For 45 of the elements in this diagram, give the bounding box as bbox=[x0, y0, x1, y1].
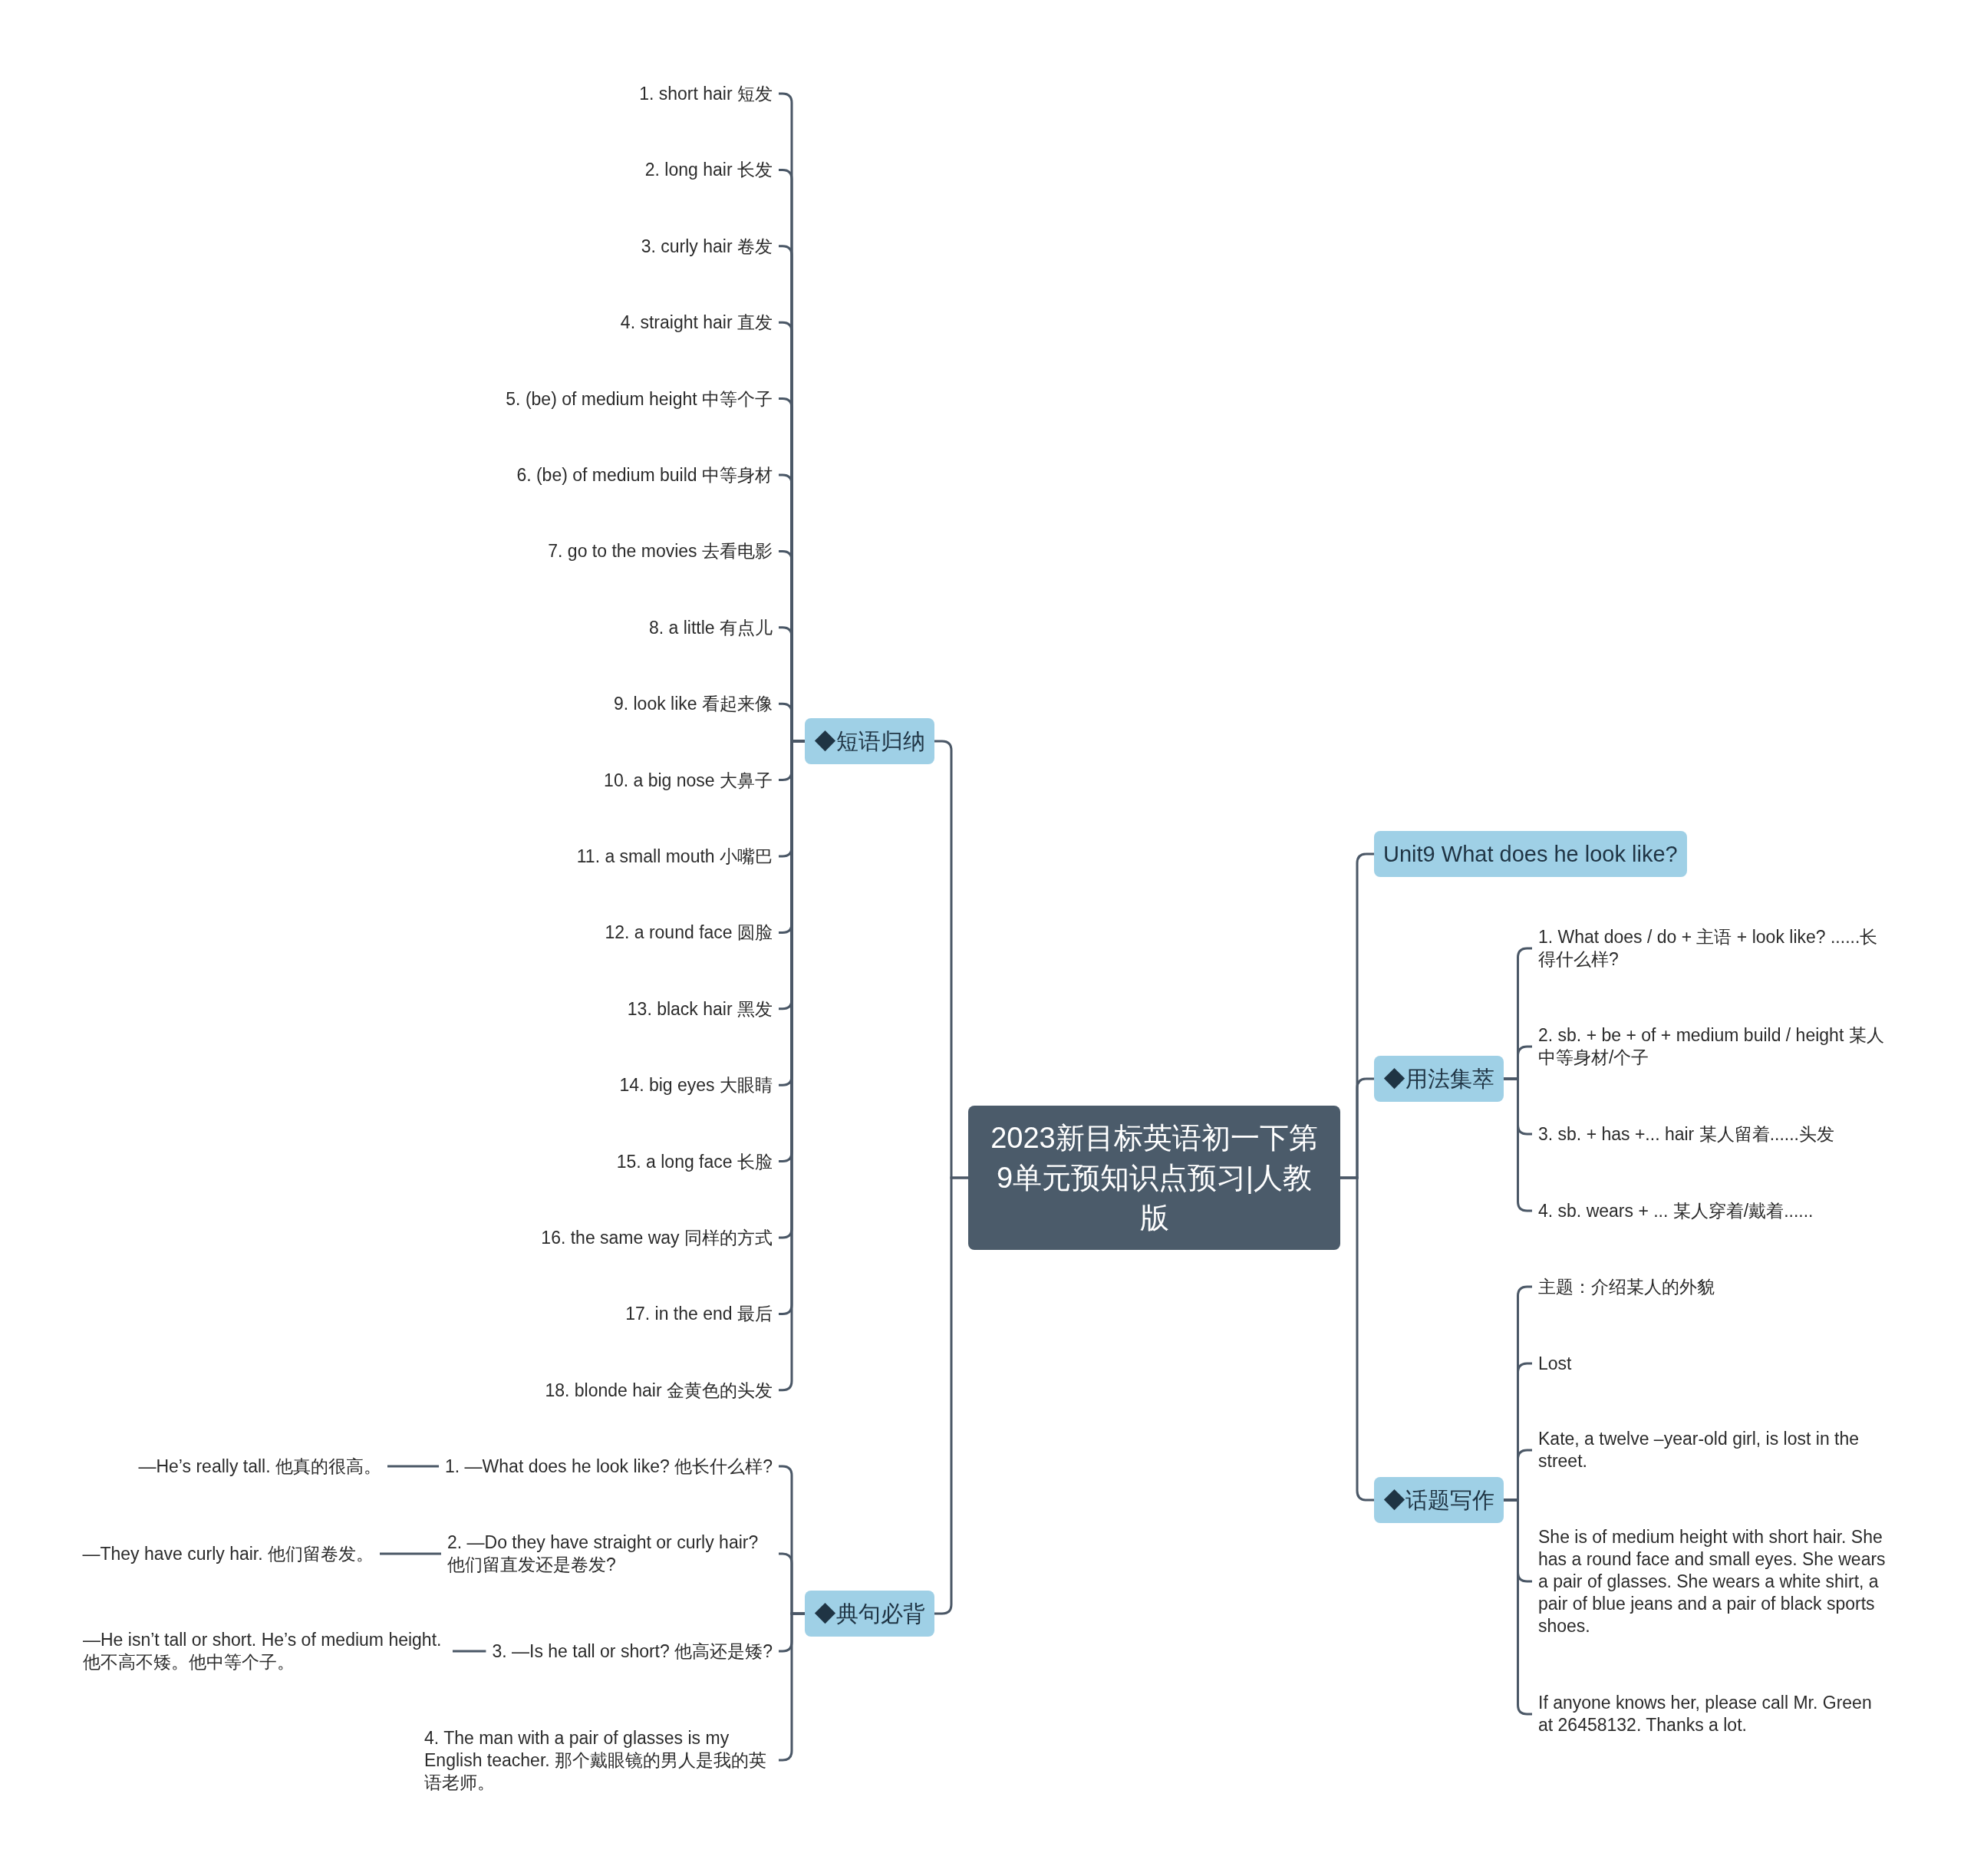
topic-text: 主题：介绍某人的外貌 bbox=[1532, 1272, 1893, 1301]
topic-text: 4. The man with a pair of glasses is my English teacher. 那个戴眼镜的男人是我的英语老师。 bbox=[418, 1723, 779, 1797]
topic-text: 13. black hair 黑发 bbox=[621, 994, 779, 1024]
topic-text: —He’s really tall. 他真的很高。 bbox=[132, 1452, 387, 1481]
topic-text: 18. blonde hair 金黄色的头发 bbox=[539, 1376, 779, 1405]
central-topic: 2023新目标英语初一下第9单元预知识点预习|人教版 bbox=[968, 1106, 1340, 1250]
topic-text: She is of medium height with short hair. She has a round face and small eyes. She wears a pair of glasses. She wears a white shirt, a pair of blue jeans and a pair of black sports shoes. bbox=[1532, 1522, 1893, 1640]
topic-text: 10. a big nose 大鼻子 bbox=[598, 766, 779, 795]
topic-text: 1. —What does he look like? 他长什么样? bbox=[439, 1452, 779, 1481]
topic-text: 14. big eyes 大眼睛 bbox=[613, 1070, 779, 1100]
topic-box: ◆话题写作 bbox=[1374, 1477, 1504, 1523]
topic-text: 8. a little 有点儿 bbox=[642, 613, 779, 642]
topic-box: Unit9 What does he look like? bbox=[1374, 831, 1687, 877]
topic-text: 1. What does / do + 主语 + look like? ......长得什么样? bbox=[1532, 923, 1893, 974]
topic-text: —They have curly hair. 他们留卷发。 bbox=[76, 1539, 380, 1568]
topic-text: 12. a round face 圆脸 bbox=[598, 918, 779, 947]
topic-text: 16. the same way 同样的方式 bbox=[535, 1223, 779, 1252]
connector-line bbox=[453, 1650, 486, 1653]
topic-text: 17. in the end 最后 bbox=[619, 1299, 779, 1328]
topic-text: 11. a small mouth 小嘴巴 bbox=[570, 842, 779, 871]
topic-text: Lost bbox=[1532, 1349, 1893, 1378]
connector-line bbox=[934, 1176, 968, 1615]
topic-text: 7. go to the movies 去看电影 bbox=[542, 536, 779, 565]
topic-text: If anyone knows her, please call Mr. Green at 26458132. Thanks a lot. bbox=[1532, 1689, 1893, 1739]
topic-text: 2. sb. + be + of + medium build / height 某人中等身材/个子 bbox=[1532, 1021, 1893, 1072]
topic-text: 2. —Do they have straight or curly hair? 他们留直发还是卷发? bbox=[441, 1528, 779, 1579]
topic-text: 9. look like 看起来像 bbox=[607, 689, 779, 718]
topic-box: ◆典句必背 bbox=[805, 1591, 934, 1637]
topic-box: ◆用法集萃 bbox=[1374, 1056, 1504, 1102]
topic-text: 4. straight hair 直发 bbox=[614, 308, 779, 337]
topic-text: Kate, a twelve –year-old girl, is lost in the street. bbox=[1532, 1425, 1893, 1475]
connector-line bbox=[387, 1465, 440, 1468]
topic-text: —He isn’t tall or short. He’s of medium height. 他不高不矮。他中等个子。 bbox=[77, 1626, 453, 1677]
connector-line bbox=[1340, 1176, 1374, 1502]
topic-text: 3. curly hair 卷发 bbox=[634, 232, 779, 261]
topic-text: 1. short hair 短发 bbox=[633, 79, 779, 108]
connector-line bbox=[380, 1552, 441, 1555]
topic-box: ◆短语归纳 bbox=[805, 718, 934, 764]
topic-text: 2. long hair 长发 bbox=[638, 155, 779, 184]
topic-text: 3. —Is he tall or short? 他高还是矮? bbox=[486, 1637, 779, 1666]
topic-text: 15. a long face 长脸 bbox=[610, 1147, 779, 1176]
topic-text: 4. sb. wears + ... 某人穿着/戴着...... bbox=[1532, 1196, 1893, 1225]
topic-text: 3. sb. + has +... hair 某人留着......头发 bbox=[1532, 1119, 1893, 1149]
topic-text: 6. (be) of medium build 中等身材 bbox=[510, 460, 779, 490]
topic-text: 5. (be) of medium height 中等个子 bbox=[499, 384, 779, 414]
